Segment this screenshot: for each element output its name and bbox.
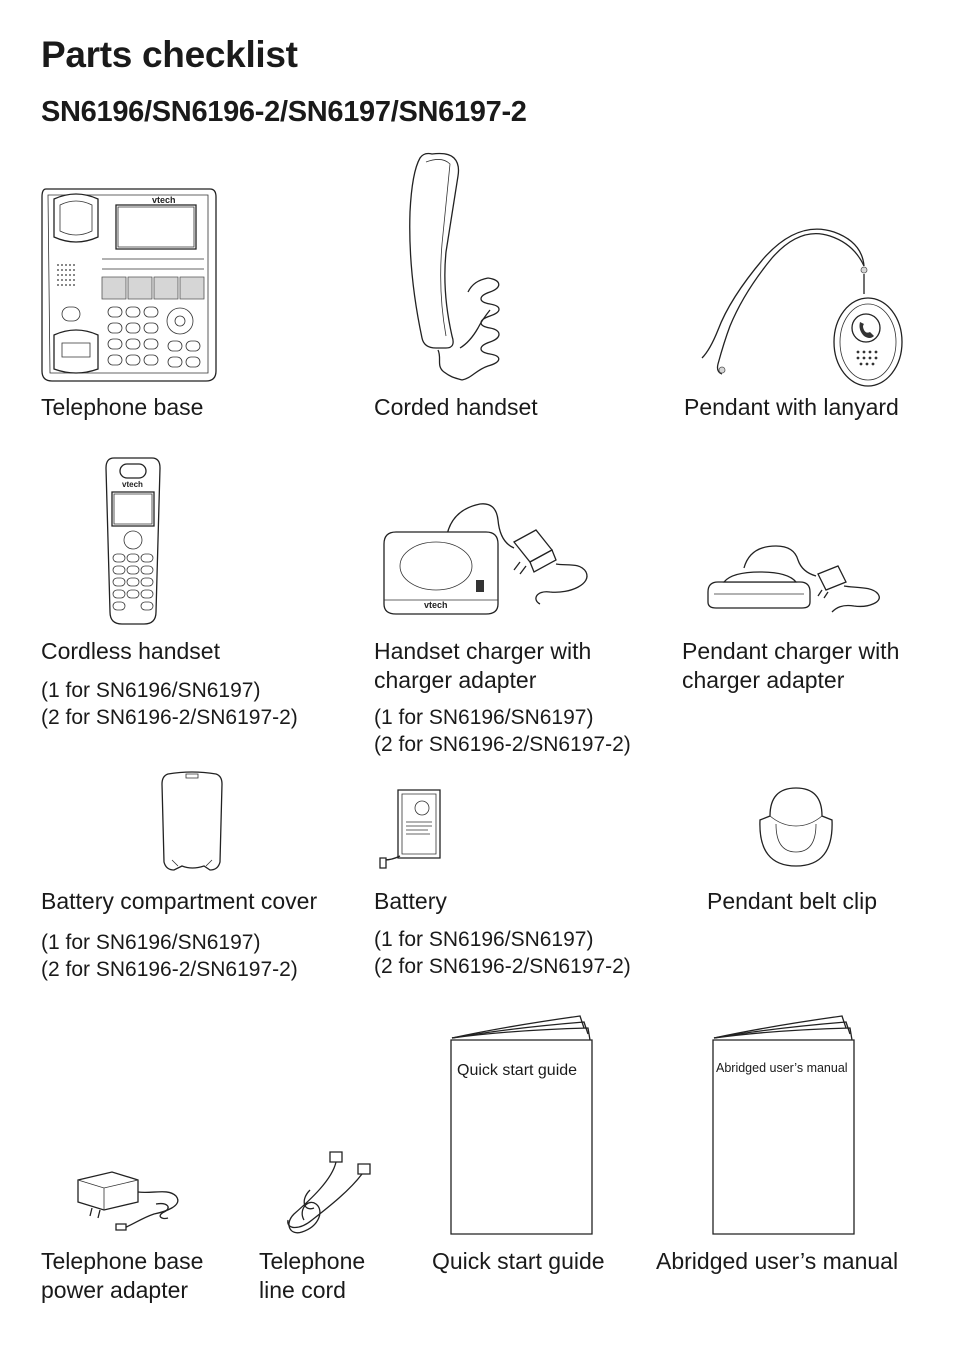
page-title: Parts checklist — [41, 34, 298, 75]
cordless-handset-illustration: vtech — [104, 456, 162, 626]
corded-handset-illustration — [398, 152, 518, 384]
label-line-1: Handset charger with — [374, 638, 592, 664]
telephone-base-label: Telephone base — [41, 394, 204, 420]
battery-label: Battery — [374, 888, 447, 914]
label-line-1: Pendant charger with — [682, 638, 900, 664]
handset-charger-illustration: vtech — [380, 500, 594, 618]
abridged-manual-label: Abridged user’s manual — [656, 1248, 899, 1274]
battery-cover-illustration — [160, 770, 226, 872]
page-subtitle: SN6196/SN6196-2/SN6197/SN6197-2 — [41, 96, 527, 128]
qty-double: (2 for SN6196-2/SN6197-2) — [374, 955, 631, 978]
line-cord-label: Telephone line cord — [259, 1247, 365, 1305]
pendant-lanyard-label: Pendant with lanyard — [684, 394, 899, 420]
label-line-2: charger adapter — [682, 667, 845, 693]
qty-double: (2 for SN6196-2/SN6197-2) — [41, 958, 298, 981]
battery-cover-label: Battery compartment cover — [41, 888, 318, 914]
line-cord-illustration — [280, 1150, 376, 1240]
base-brand: vtech — [152, 195, 176, 205]
charger-brand: vtech — [424, 600, 448, 610]
pendant-lanyard-illustration — [688, 222, 918, 384]
qty-single: (1 for SN6196/SN6197) — [374, 928, 594, 951]
label-line-2: charger adapter — [374, 667, 537, 693]
belt-clip-illustration — [754, 786, 836, 870]
label-line-2: power adapter — [41, 1277, 189, 1303]
battery-quantity: (1 for SN6196/SN6197) (2 for SN6196-2/SN… — [374, 926, 631, 980]
qty-single: (1 for SN6196/SN6197) — [41, 679, 261, 702]
quick-start-guide-label: Quick start guide — [432, 1248, 605, 1274]
qty-double: (2 for SN6196-2/SN6197-2) — [41, 706, 298, 729]
abridged-manual-booklet — [710, 1014, 858, 1238]
label-line-1: Telephone base — [41, 1248, 204, 1274]
quick-start-guide-booklet — [448, 1014, 596, 1238]
abridged-manual-cover-text: Abridged user’s manual — [716, 1061, 848, 1075]
handset-brand: vtech — [122, 480, 143, 489]
battery-illustration — [378, 786, 444, 872]
pendant-charger-illustration — [704, 542, 886, 614]
label-line-1: Telephone — [259, 1248, 366, 1274]
handset-charger-label: Handset charger with charger adapter — [374, 637, 591, 695]
label-line-2: line cord — [259, 1277, 346, 1303]
qty-double: (2 for SN6196-2/SN6197-2) — [374, 733, 631, 756]
handset-charger-quantity: (1 for SN6196/SN6197) (2 for SN6196-2/SN… — [374, 704, 631, 758]
battery-cover-quantity: (1 for SN6196/SN6197) (2 for SN6196-2/SN… — [41, 929, 298, 983]
power-adapter-label: Telephone base power adapter — [41, 1247, 203, 1305]
corded-handset-label: Corded handset — [374, 394, 538, 420]
pendant-charger-label: Pendant charger with charger adapter — [682, 637, 899, 695]
cordless-handset-quantity: (1 for SN6196/SN6197) (2 for SN6196-2/SN… — [41, 677, 298, 731]
telephone-base-illustration: vtech — [40, 185, 218, 383]
quick-start-cover-text: Quick start guide — [457, 1062, 578, 1079]
qty-single: (1 for SN6196/SN6197) — [374, 706, 594, 729]
pendant-belt-clip-label: Pendant belt clip — [707, 888, 878, 914]
qty-single: (1 for SN6196/SN6197) — [41, 931, 261, 954]
power-adapter-illustration — [72, 1166, 186, 1240]
cordless-handset-label: Cordless handset — [41, 638, 220, 664]
